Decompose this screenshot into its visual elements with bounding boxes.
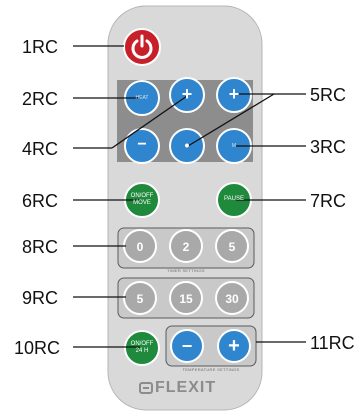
callout-3rc: 3RC — [310, 137, 347, 157]
timer-button-2[interactable] — [169, 229, 203, 263]
temp-plus-button[interactable] — [217, 329, 251, 363]
callout-6rc: 6RC — [22, 191, 59, 211]
blue-button-center[interactable] — [169, 128, 205, 164]
temp-minus-button[interactable] — [170, 329, 204, 363]
callout-1rc: 1RC — [22, 37, 59, 57]
timer-button-15[interactable] — [169, 281, 203, 315]
timer-settings-caption: TIMER SETTINGS — [167, 268, 205, 273]
power-button[interactable] — [123, 28, 161, 66]
callout-4rc: 4RC — [22, 139, 59, 159]
blue-button-bl[interactable] — [124, 128, 160, 164]
callout-5rc: 5RC — [310, 85, 347, 105]
timer-button-0[interactable] — [123, 229, 157, 263]
leader-lines — [73, 45, 306, 348]
timer-button-30[interactable] — [215, 281, 249, 315]
brand-name: FLEXIT — [155, 379, 217, 396]
blue-button-plus-left[interactable] — [169, 77, 205, 113]
callout-7rc: 7RC — [310, 191, 347, 211]
callout-11rc: 11RC — [310, 333, 355, 353]
callout-10rc: 10RC — [14, 338, 61, 358]
timer-button-5b[interactable] — [123, 281, 157, 315]
callout-2rc: 2RC — [22, 89, 59, 109]
flexit-logo-icon — [139, 382, 153, 394]
temperature-settings-caption: TEMPERATURE SETTINGS — [182, 367, 240, 372]
onoff-24h-button[interactable] — [124, 330, 160, 366]
power-icon — [131, 34, 153, 59]
timer-button-5[interactable] — [215, 229, 249, 263]
callout-8rc: 8RC — [22, 237, 59, 257]
blue-button-plus-right[interactable] — [216, 77, 252, 113]
callout-9rc: 9RC — [22, 288, 59, 308]
